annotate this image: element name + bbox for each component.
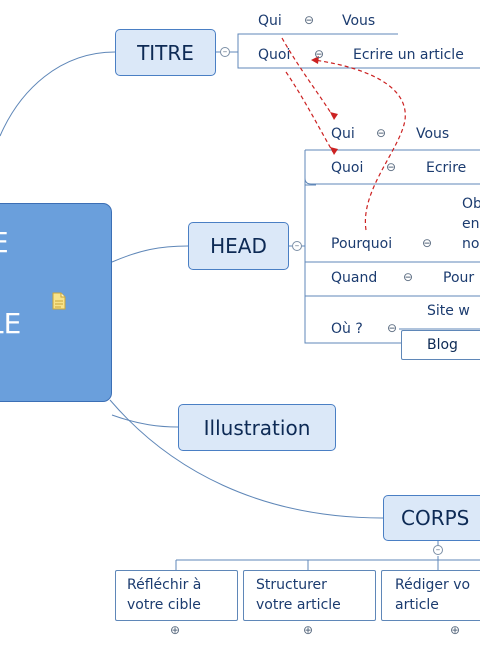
titre-quoi-key[interactable]: Quoi (258, 47, 291, 63)
head-ou-value-site[interactable]: Site w (427, 303, 470, 319)
titre-qui-key[interactable]: Qui (258, 13, 282, 29)
expand-icon[interactable]: ⊕ (170, 623, 181, 637)
head-pourquoi-value-1[interactable]: Ob (462, 196, 480, 212)
central-title-line1: E (0, 226, 9, 259)
topic-titre[interactable]: TITRE (115, 29, 216, 76)
titre-qui-value[interactable]: Vous (342, 13, 376, 29)
corps-child-structurer-line2: votre article (256, 597, 341, 613)
head-quoi-key[interactable]: Quoi (331, 160, 364, 176)
corps-child-cible[interactable]: Réfléchir à votre cible (115, 570, 238, 621)
relation-arrow (313, 59, 406, 231)
corps-child-structurer-line1: Structurer (256, 577, 327, 593)
topic-head-label: HEAD (210, 234, 267, 258)
collapse-icon[interactable]: ⊖ (422, 236, 433, 250)
head-pourquoi-key[interactable]: Pourquoi (331, 236, 393, 252)
collapse-icon[interactable]: – (220, 47, 230, 57)
head-qui-key[interactable]: Qui (331, 126, 355, 142)
central-title-line2: LE (0, 307, 22, 340)
topic-illustration[interactable]: Illustration (178, 404, 336, 451)
corps-child-structurer[interactable]: Structurer votre article (243, 570, 376, 621)
head-quand-value[interactable]: Pour (443, 270, 475, 286)
corps-child-rediger[interactable]: Rédiger vo article (381, 570, 480, 621)
collapse-icon[interactable]: – (433, 545, 443, 555)
expand-icon[interactable]: ⊕ (303, 623, 314, 637)
collapse-icon[interactable]: ⊖ (386, 160, 397, 174)
head-quand-key[interactable]: Quand (331, 270, 378, 286)
head-ou-blog-label: Blog (427, 337, 458, 353)
head-ou-blog[interactable]: Blog (401, 330, 480, 360)
collapse-icon[interactable]: ⊖ (403, 270, 414, 284)
corps-child-cible-line2: votre cible (127, 597, 201, 613)
relation-arrow (281, 37, 335, 119)
head-qui-value[interactable]: Vous (416, 126, 450, 142)
topic-titre-label: TITRE (137, 40, 194, 65)
head-ou-key[interactable]: Où ? (331, 321, 363, 337)
collapse-icon[interactable]: – (292, 241, 302, 251)
collapse-icon[interactable]: ⊖ (304, 13, 315, 27)
head-pourquoi-value-3[interactable]: no (462, 236, 480, 252)
relation-arrow (285, 71, 334, 153)
topic-head[interactable]: HEAD (188, 222, 289, 270)
expand-icon[interactable]: ⊕ (450, 623, 461, 637)
topic-corps[interactable]: CORPS (383, 495, 480, 541)
titre-quoi-value[interactable]: Ecrire un article (353, 47, 464, 63)
corps-child-rediger-line2: article (395, 597, 439, 613)
corps-child-cible-line1: Réfléchir à (127, 577, 202, 593)
collapse-icon[interactable]: ⊖ (376, 126, 387, 140)
corps-child-rediger-line1: Rédiger vo (395, 577, 471, 593)
note-icon[interactable] (51, 292, 67, 310)
collapse-icon[interactable]: ⊖ (314, 47, 325, 61)
topic-corps-label: CORPS (401, 506, 470, 530)
central-topic[interactable]: E LE (0, 203, 112, 402)
head-quoi-value[interactable]: Ecrire (426, 160, 467, 176)
collapse-icon[interactable]: ⊖ (387, 321, 398, 335)
topic-illustration-label: Illustration (203, 415, 311, 440)
head-pourquoi-value-2[interactable]: en (462, 216, 480, 232)
